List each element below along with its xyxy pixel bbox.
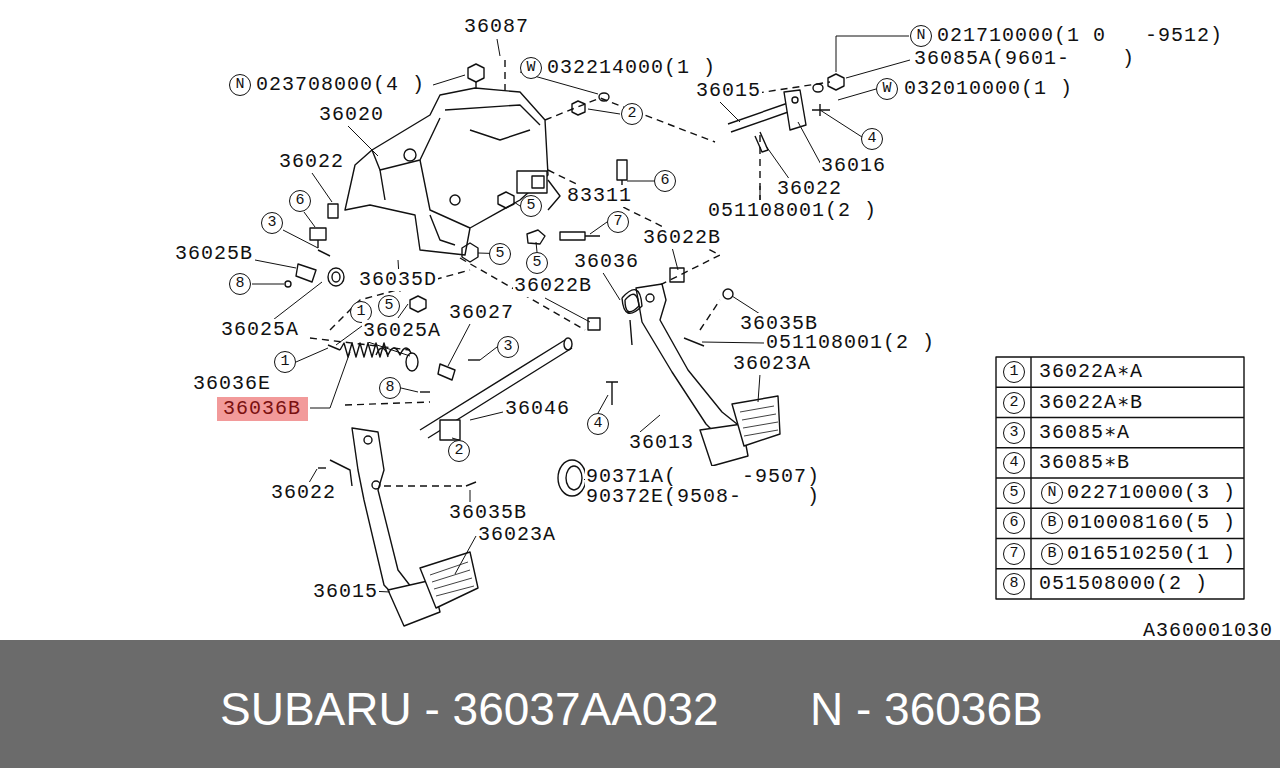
footer-band: SUBARU - 36037AA032 N - 36036B — [0, 640, 1280, 768]
part-label: 36013 — [628, 432, 695, 454]
part-label: 36085∗B — [1038, 452, 1131, 474]
part-label: 36023A — [477, 524, 557, 546]
part-label: 90372E(9508- ) — [585, 486, 821, 508]
callout-number: 8 — [229, 273, 251, 295]
callout-number: 4 — [587, 413, 609, 435]
callout-number: 3 — [1003, 422, 1025, 444]
callout-number: 2 — [1003, 392, 1025, 414]
callout-number: W — [520, 57, 542, 79]
part-label: 36022 — [776, 178, 843, 200]
part-label: 90371A( -9507) — [585, 466, 821, 488]
part-label: 36022A∗B — [1038, 392, 1144, 414]
part-label: 36020 — [318, 104, 385, 126]
callout-number: B — [1041, 512, 1063, 534]
part-label: 36016 — [820, 155, 887, 177]
highlight-box: 36036B — [217, 397, 308, 421]
part-label: 051108001(2 ) — [765, 332, 936, 354]
callout-number: 3 — [261, 212, 283, 234]
part-label: 36035B — [448, 502, 528, 524]
callout-number: 2 — [621, 103, 643, 125]
part-label: 36022B — [513, 275, 593, 297]
part-number-caption: N - 36036B — [810, 683, 1043, 735]
part-label: 36015 — [695, 80, 762, 102]
part-label: 36022A∗A — [1038, 361, 1144, 383]
part-label: A360001030 — [1142, 620, 1274, 642]
callout-number: 4 — [861, 128, 883, 150]
callout-number: 6 — [289, 190, 311, 212]
part-label: 36035D — [358, 269, 438, 291]
callout-number: 6 — [654, 170, 676, 192]
callout-number: N — [910, 25, 932, 47]
part-label: 36022 — [270, 482, 337, 504]
callout-number: 8 — [1003, 573, 1025, 595]
callout-number: 7 — [607, 211, 629, 233]
callout-number: 1 — [1003, 361, 1025, 383]
callout-number: 1 — [274, 351, 296, 373]
part-label: 36027 — [448, 302, 515, 324]
part-label: 016510250(1 ) — [1066, 543, 1237, 565]
part-label: 36015 — [312, 581, 379, 603]
part-label: 36022 — [278, 151, 345, 173]
part-label: 36025A — [362, 320, 442, 342]
part-label: 36085A(9601- ) — [913, 48, 1136, 70]
callout-number: 3 — [497, 336, 519, 358]
part-label: 36085∗A — [1038, 422, 1131, 444]
part-label: 36087 — [463, 16, 530, 38]
callout-number: 4 — [1003, 452, 1025, 474]
part-label: 36036 — [573, 251, 640, 273]
part-label: 051508000(2 ) — [1038, 573, 1209, 595]
highlighted-part-label: 36036B — [217, 397, 307, 421]
callout-number: B — [1041, 543, 1063, 565]
callout-number: 8 — [379, 377, 401, 399]
part-label: 022710000(3 ) — [1066, 482, 1237, 504]
part-label: 032214000(1 ) — [546, 57, 717, 79]
part-label: 36022B — [642, 227, 722, 249]
part-label: 051108001(2 ) — [707, 200, 878, 222]
callout-number: 2 — [448, 440, 470, 462]
callout-number: W — [876, 78, 898, 100]
part-label: 83311 — [566, 185, 633, 207]
callout-number: N — [1041, 482, 1063, 504]
callout-number: 5 — [520, 195, 542, 217]
part-label: 010008160(5 ) — [1066, 512, 1237, 534]
part-label: 36023A — [732, 353, 812, 375]
part-label: 032010000(1 ) — [903, 78, 1074, 100]
part-number-caption: SUBARU - 36037AA032 — [220, 683, 719, 735]
callout-number: N — [229, 74, 251, 96]
callout-number: 5 — [1003, 482, 1025, 504]
callout-number: 6 — [1003, 512, 1025, 534]
part-label: 36036E — [192, 373, 272, 395]
callout-number: 5 — [526, 252, 548, 274]
part-label: 36025B — [174, 243, 254, 265]
callout-number: 5 — [489, 243, 511, 265]
part-label: 021710000(1 0 -9512) — [936, 25, 1224, 47]
callout-number: 5 — [378, 295, 400, 317]
part-label: 36046 — [504, 398, 571, 420]
part-label: 023708000(4 ) — [255, 74, 426, 96]
part-label: 36025A — [220, 319, 300, 341]
callout-number: 7 — [1003, 543, 1025, 565]
